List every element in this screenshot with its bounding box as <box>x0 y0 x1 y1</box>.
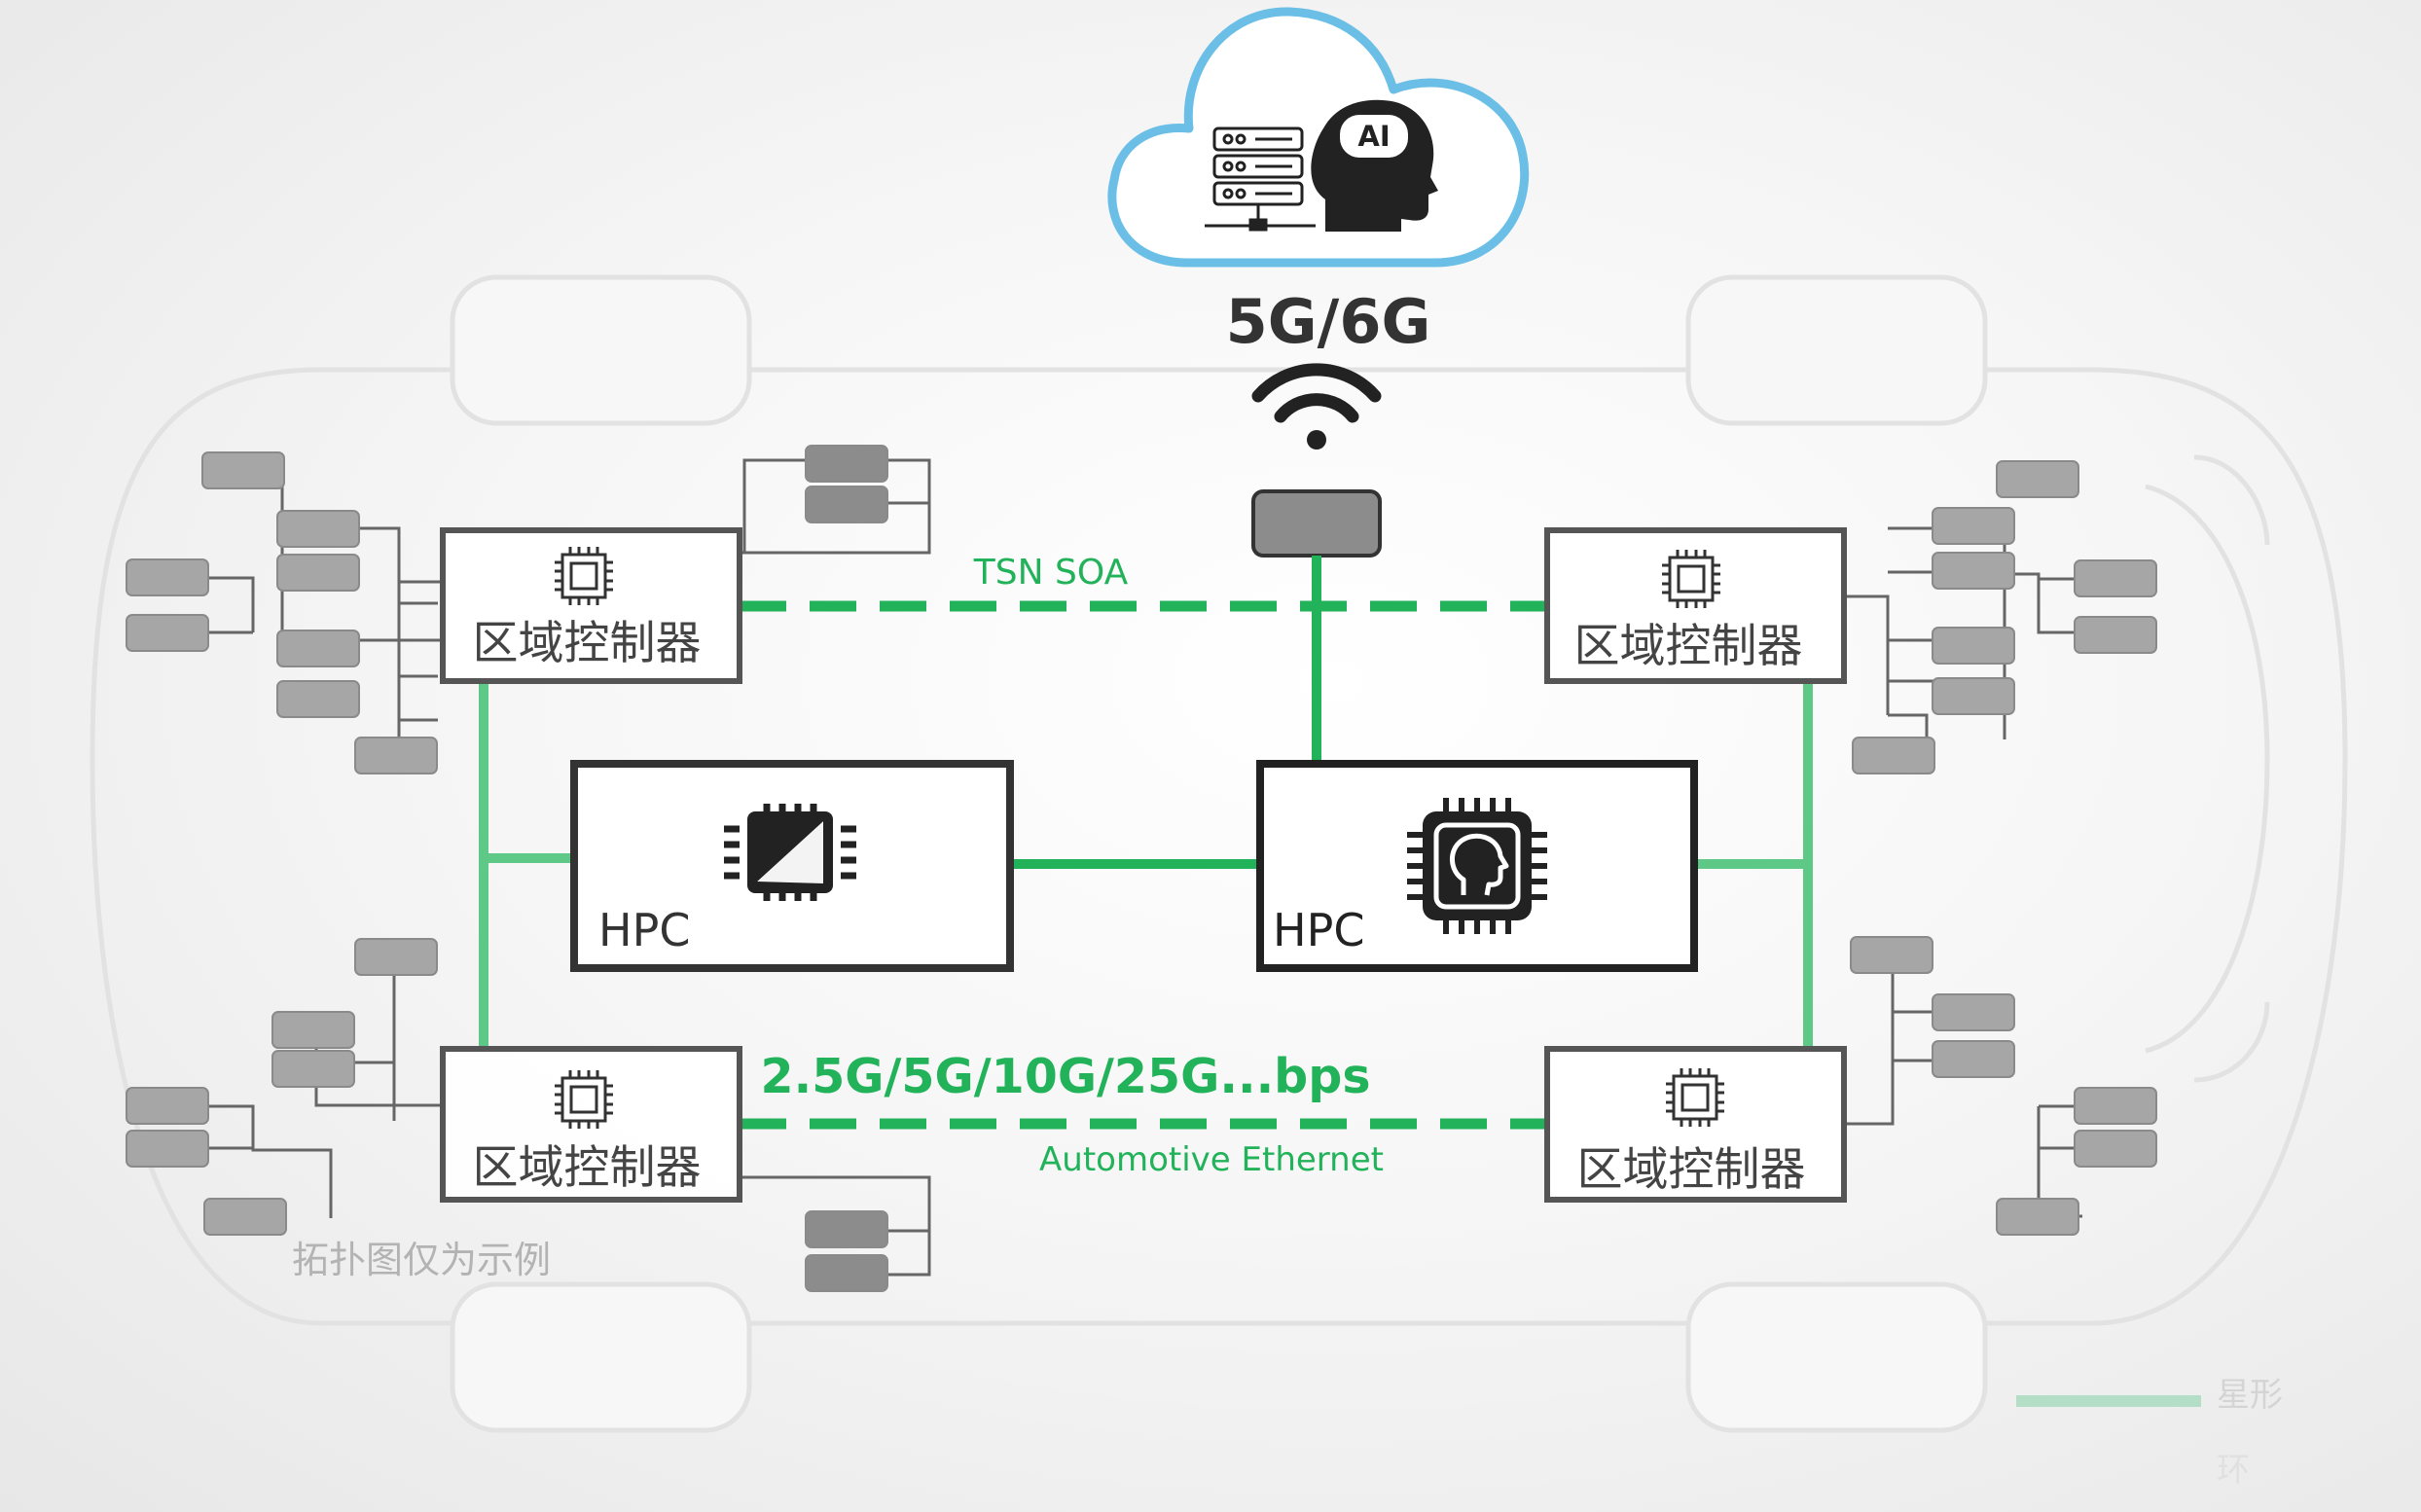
sensor-node <box>201 451 285 489</box>
hpc-links <box>1010 556 1321 869</box>
sensor-node <box>1932 627 2015 665</box>
sensor-node <box>354 737 438 774</box>
server-rack-icon <box>1205 126 1316 232</box>
hpc-label: HPC <box>598 904 690 956</box>
sensor-node <box>1932 1040 2015 1078</box>
zone-controller-label: 区域控制器 <box>1574 620 1803 673</box>
sensor-node <box>203 1198 287 1236</box>
ai-head-icon: AI <box>1311 99 1438 232</box>
sensor-node <box>271 1050 355 1088</box>
sensor-node <box>354 938 438 976</box>
dashed-backbone <box>740 600 1547 1130</box>
sensor-node <box>805 1210 888 1248</box>
peripheral-nodes <box>126 445 2157 1292</box>
sensor-node <box>805 486 888 523</box>
chip-icon <box>1666 1068 1724 1127</box>
sensor-node <box>805 1254 888 1292</box>
sensor-node <box>2074 616 2157 654</box>
sensor-node <box>276 554 360 592</box>
sensor-node <box>276 680 360 718</box>
cloud <box>1107 7 1530 268</box>
zone-controller-top-right: 区域控制器 <box>1544 527 1847 684</box>
sensor-node <box>276 630 360 667</box>
sensor-node <box>126 1087 209 1125</box>
hpc-label: HPC <box>1273 904 1364 956</box>
hpc-right: HPC <box>1256 760 1698 972</box>
sensor-node <box>1932 507 2015 545</box>
sensor-node <box>276 510 360 548</box>
topology-note: 拓扑图仅为示例 <box>292 1239 551 1281</box>
sensor-node <box>1932 552 2015 590</box>
zone-controller-label: 区域控制器 <box>473 617 702 670</box>
zone-controller-bottom-right: 区域控制器 <box>1544 1046 1847 1203</box>
zone-controller-label: 区域控制器 <box>473 1141 702 1195</box>
sensor-node <box>271 1011 355 1049</box>
wireless-label: 5G/6G <box>1226 286 1431 357</box>
chip-icon <box>555 547 613 605</box>
telematics-module <box>1251 489 1382 558</box>
sensor-node <box>805 445 888 483</box>
sensor-node <box>1996 1198 2079 1236</box>
sensor-node <box>1932 993 2015 1031</box>
sensor-node <box>1850 936 1933 974</box>
ring-links <box>479 681 1813 1049</box>
zone-controller-label: 区域控制器 <box>1577 1143 1806 1197</box>
zone-controller-top-left: 区域控制器 <box>440 527 742 684</box>
sensor-node <box>1996 460 2079 498</box>
sensor-node <box>2074 1130 2157 1168</box>
sensor-node <box>126 1130 209 1168</box>
sensor-node <box>2074 1087 2157 1125</box>
tsn-soa-label: TSN SOA <box>973 553 1129 593</box>
sensor-node <box>126 558 209 596</box>
ai-label: AI <box>1357 120 1390 153</box>
hpc-left: HPC <box>570 760 1014 972</box>
ai-chip-icon <box>1407 798 1547 934</box>
sensor-node <box>1932 677 2015 715</box>
chip-icon <box>555 1070 613 1129</box>
sensor-node <box>126 614 209 652</box>
chip-icon <box>1662 550 1720 608</box>
bandwidth-label: 2.5G/5G/10G/25G...bps <box>761 1049 1371 1104</box>
automotive-ethernet-label: Automotive Ethernet <box>1039 1140 1384 1179</box>
legend-label: 环 <box>2217 1451 2250 1490</box>
zone-controller-bottom-left: 区域控制器 <box>440 1046 742 1203</box>
legend: 星形 环 <box>2016 1376 2283 1490</box>
wifi-icon <box>1251 363 1382 450</box>
sensor-node <box>1852 737 1935 774</box>
sensor-node <box>2074 559 2157 597</box>
legend-label: 星形 <box>2217 1376 2283 1415</box>
processor-chip-icon <box>724 804 856 901</box>
car-outline <box>90 274 2348 1433</box>
